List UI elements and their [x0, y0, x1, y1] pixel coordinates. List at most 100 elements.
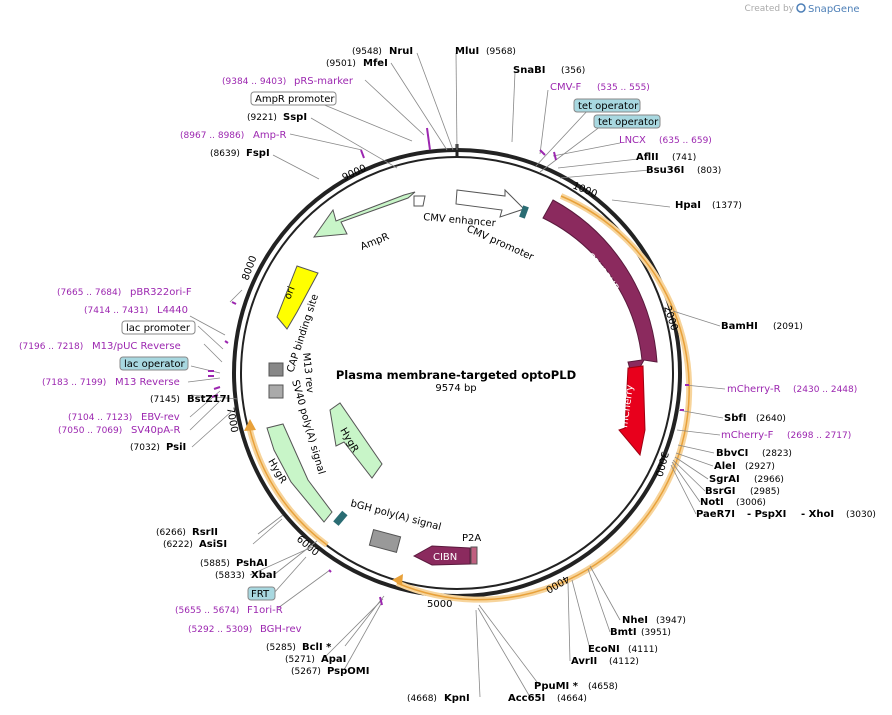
label-ampr-promoter: AmpR promoter [255, 94, 335, 105]
primer-pos-bgh-rev: (5292 .. 5309) [188, 625, 252, 635]
box-tet-operator-2 [593, 114, 661, 129]
pos-acc65i: (4664) [557, 694, 587, 704]
label-cmv-enhancer: CMV enhancer [423, 212, 497, 229]
cmv-promoter-arrow [455, 188, 525, 218]
tick-3000: 3000 [653, 450, 670, 477]
pos-pshai: (5885) [200, 559, 230, 569]
box-ampr-promoter [250, 91, 337, 106]
pos-hpai: (1377) [712, 201, 742, 211]
enzyme-pspxi: - PspXI [747, 509, 786, 520]
primer-pos-mcherry-r: (2430 .. 2448) [793, 385, 857, 395]
label-tet-operator-1: tet operator [578, 101, 639, 112]
pos-econi: (4111) [628, 645, 658, 655]
label-lac-promoter: lac promoter [126, 323, 191, 334]
orf-arrowhead-2 [244, 419, 256, 431]
cry2phr-arrow [542, 199, 658, 382]
primer-pos-amp-r: (8967 .. 8986) [180, 131, 244, 141]
pos-nhei: (3947) [656, 616, 686, 626]
enzyme-bsu36i: Bsu36I [646, 165, 684, 176]
enzyme-kpni: KpnI [444, 693, 470, 704]
primer-marks [208, 127, 689, 606]
enzyme-bcli: BclI * [302, 642, 332, 653]
enzyme-sspi: SspI [283, 112, 307, 123]
enzyme-acc65i: Acc65I [508, 693, 545, 704]
enzyme-snabi: SnaBI [513, 65, 545, 76]
enzyme-psii: PsiI [166, 442, 186, 453]
enzyme-ppumi: PpuMI * [534, 681, 579, 692]
enzyme-aflii: AflII [636, 152, 659, 163]
pos-sbfi: (2640) [756, 414, 786, 424]
primer-m13puc-reverse: M13/pUC Reverse [92, 341, 181, 352]
pos-bstz17i: (7145) [150, 395, 180, 405]
primer-pos-prs-marker: (9384 .. 9403) [222, 77, 286, 87]
plasmid-name: Plasma membrane-targeted optoPLD [336, 368, 576, 382]
label-frt: FRT [251, 589, 270, 600]
pos-bmti: (3951) [641, 628, 671, 638]
enzyme-apai: ApaI [321, 654, 346, 665]
box-lac-operator [119, 356, 189, 371]
enzyme-nrui: NruI [389, 46, 413, 57]
enzyme-rsrii: RsrII [192, 527, 218, 538]
primer-ebv-rev: EBV-rev [141, 412, 180, 423]
primer-amp-r: Amp-R [253, 130, 287, 141]
primer-mcherry-f: mCherry-F [721, 430, 774, 441]
label-cibn: CIBN [433, 552, 457, 563]
enzyme-avrii: AvrII [571, 656, 597, 667]
primer-pos-pbr322ori-f: (7665 .. 7684) [57, 288, 121, 298]
enzyme-xbai: XbaI [251, 570, 276, 581]
lac-box [268, 384, 284, 399]
label-tet-operator-2: tet operator [598, 117, 659, 128]
box-tet-operator-1 [573, 98, 641, 113]
snapgene-logo-icon [796, 3, 806, 13]
enzyme-asisi: AsiSI [199, 539, 227, 550]
orf-arrowhead [392, 574, 403, 586]
enzyme-bmti: BmtI [610, 627, 637, 638]
primer-mcherry-r: mCherry-R [727, 384, 781, 395]
pos-rsrii: (6266) [156, 528, 186, 538]
primer-bgh-rev: BGH-rev [260, 624, 302, 635]
pos-noti: (3006) [736, 498, 766, 508]
enzyme-sgrai: SgrAI [709, 474, 740, 485]
primer-lncx: LNCX [619, 135, 646, 146]
label-lac-operator: lac operator [124, 359, 185, 370]
enzyme-mfei: MfeI [363, 58, 388, 69]
pos-bsu36i: (803) [697, 166, 721, 176]
ampr-promoter-mark [413, 195, 426, 207]
plasmid-length: 9574 bp [435, 383, 476, 394]
frt-mark [333, 510, 348, 526]
pos-bcli: (5285) [266, 643, 296, 653]
primer-pos-sv40pa-r: (7050 .. 7069) [58, 426, 122, 436]
pos-mlui: (9568) [486, 47, 516, 57]
enzyme-noti: NotI [700, 497, 724, 508]
primer-pos-mcherry-f: (2698 .. 2717) [787, 431, 851, 441]
pos-fspi: (8639) [210, 149, 240, 159]
enzyme-hpai: HpaI [675, 200, 701, 211]
enzyme-nhei: NheI [622, 615, 648, 626]
primer-pos-f1ori-r: (5655 .. 5674) [175, 606, 239, 616]
primer-prs-marker: pRS-marker [294, 76, 354, 87]
pos-nrui: (9548) [352, 47, 382, 57]
pos-sgrai: (2966) [754, 475, 784, 485]
primer-sv40pa-r: SV40pA-R [131, 425, 180, 436]
enzyme-sbfi: SbfI [724, 413, 746, 424]
brand-name: SnapGene [808, 4, 860, 15]
enzyme-fspi: FspI [246, 148, 270, 159]
pos-kpni: (4668) [407, 694, 437, 704]
enzyme-alei: AleI [714, 461, 736, 472]
primer-f1ori-r: F1ori-R [247, 605, 283, 616]
cap-site-box [268, 362, 284, 377]
primer-pos-ebv-rev: (7104 .. 7123) [68, 413, 132, 423]
primer-pos-lncx: (635 .. 659) [659, 136, 712, 146]
pos-mfei: (9501) [326, 59, 356, 69]
pos-avrii: (4112) [609, 657, 639, 667]
pos-pspomi: (5267) [291, 667, 321, 677]
pos-aflii: (741) [672, 153, 696, 163]
p2a-mark [470, 546, 478, 565]
mcherry-arrow [618, 365, 646, 457]
enzyme-pspomi: PspOMI [327, 666, 369, 677]
pos-alei: (2927) [745, 462, 775, 472]
pos-snabi: (356) [561, 66, 585, 76]
pos-psii: (7032) [130, 443, 160, 453]
box-frt [247, 586, 276, 601]
